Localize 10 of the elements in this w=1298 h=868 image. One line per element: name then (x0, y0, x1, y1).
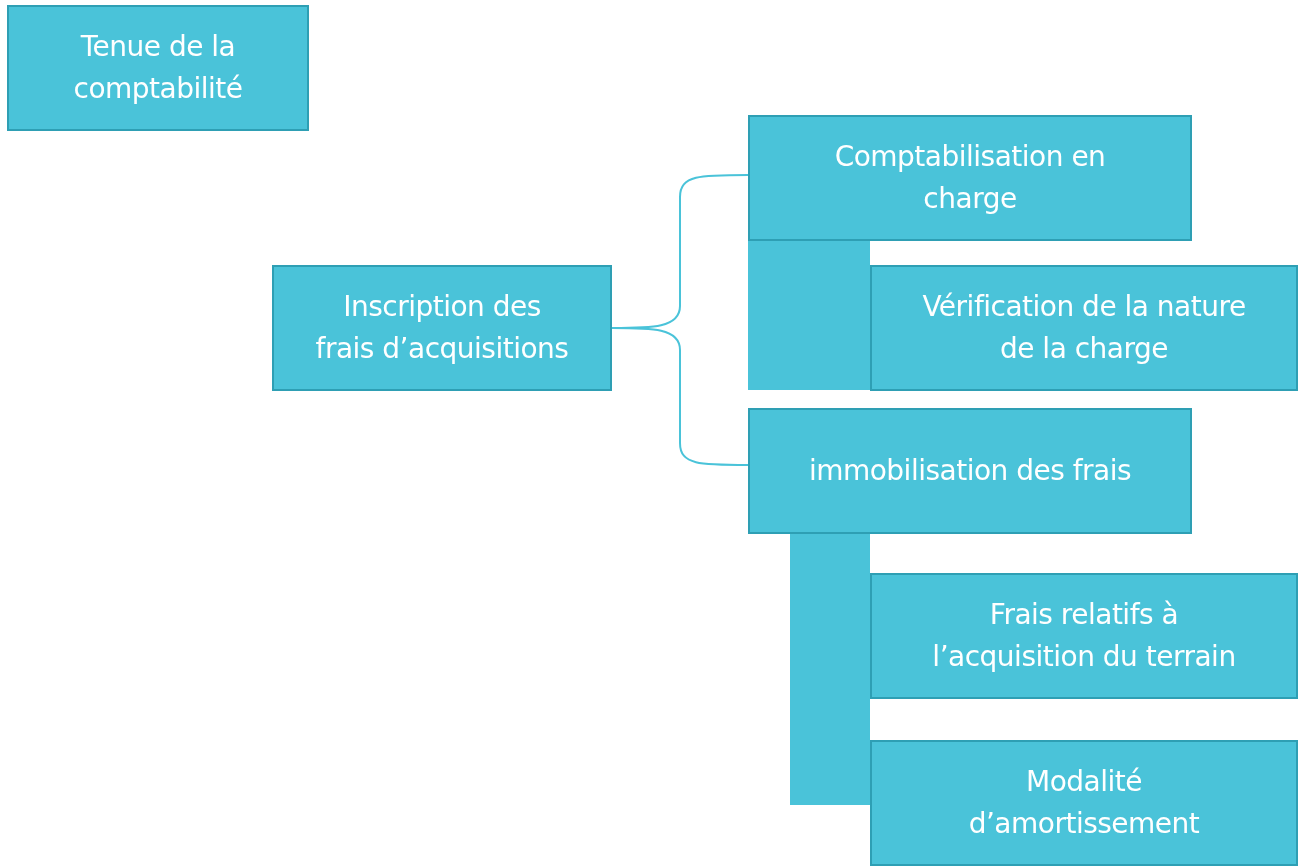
bracket-connector (611, 327, 749, 466)
process-box: Frais relatifs à l’acquisition du terrain (870, 573, 1298, 699)
process-box: Tenue de la comptabilité (7, 5, 309, 131)
process-box: immobilisation des frais (748, 408, 1192, 534)
process-box: Vérification de la nature de la charge (870, 265, 1298, 391)
process-box: Inscription des frais d’acquisitions (272, 265, 612, 391)
connector-bar (748, 240, 870, 390)
process-box: Comptabilisation en charge (748, 115, 1192, 241)
connector-bar (790, 533, 870, 805)
process-box: Modalité d’amortissement (870, 740, 1298, 866)
